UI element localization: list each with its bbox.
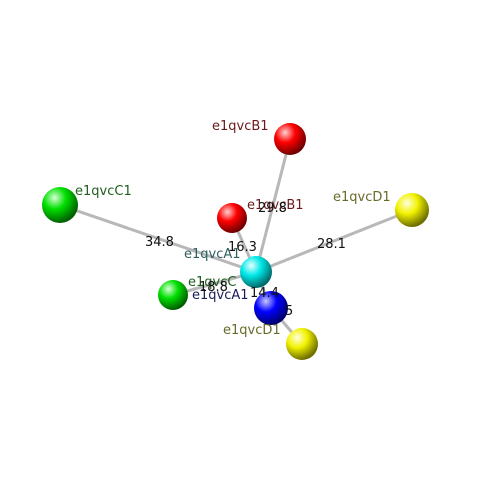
distance-label: 34.8	[145, 235, 174, 250]
atom-label: e1qvcB1	[212, 119, 269, 134]
distance-label: 18.8	[199, 280, 228, 295]
distance-label: 14.4	[250, 286, 279, 301]
atom-sphere-red-b1[interactable]	[274, 123, 306, 155]
atom-label: e1qvcA1	[184, 247, 241, 262]
atom-label: e1qvcC1	[75, 184, 132, 199]
atom-sphere-blue-a1[interactable]	[254, 291, 288, 325]
atom-label: e1qvcD1	[333, 190, 391, 205]
distance-label: 29.8	[258, 201, 287, 216]
atom-label: e1qvcD1	[223, 323, 281, 338]
atom-label: e1qvcC	[188, 275, 236, 290]
atom-sphere-yellow-d1-bottom[interactable]	[286, 328, 318, 360]
bond-line	[254, 208, 414, 274]
distance-label: 16.3	[228, 240, 257, 255]
atom-sphere-cyan-a1[interactable]	[240, 256, 272, 288]
atom-label: e1qvcB1	[247, 198, 304, 213]
distance-label: 28.1	[317, 237, 346, 252]
bond-line	[254, 137, 292, 274]
distance-label: 5	[285, 304, 293, 319]
atom-sphere-green-c1[interactable]	[42, 187, 78, 223]
atom-sphere-yellow-d1[interactable]	[395, 193, 429, 227]
bond-line	[58, 203, 258, 274]
atom-label: e1qvcA1	[192, 288, 249, 303]
atom-sphere-green-c-mid[interactable]	[158, 280, 188, 310]
atom-sphere-red-b1-mid[interactable]	[217, 203, 247, 233]
